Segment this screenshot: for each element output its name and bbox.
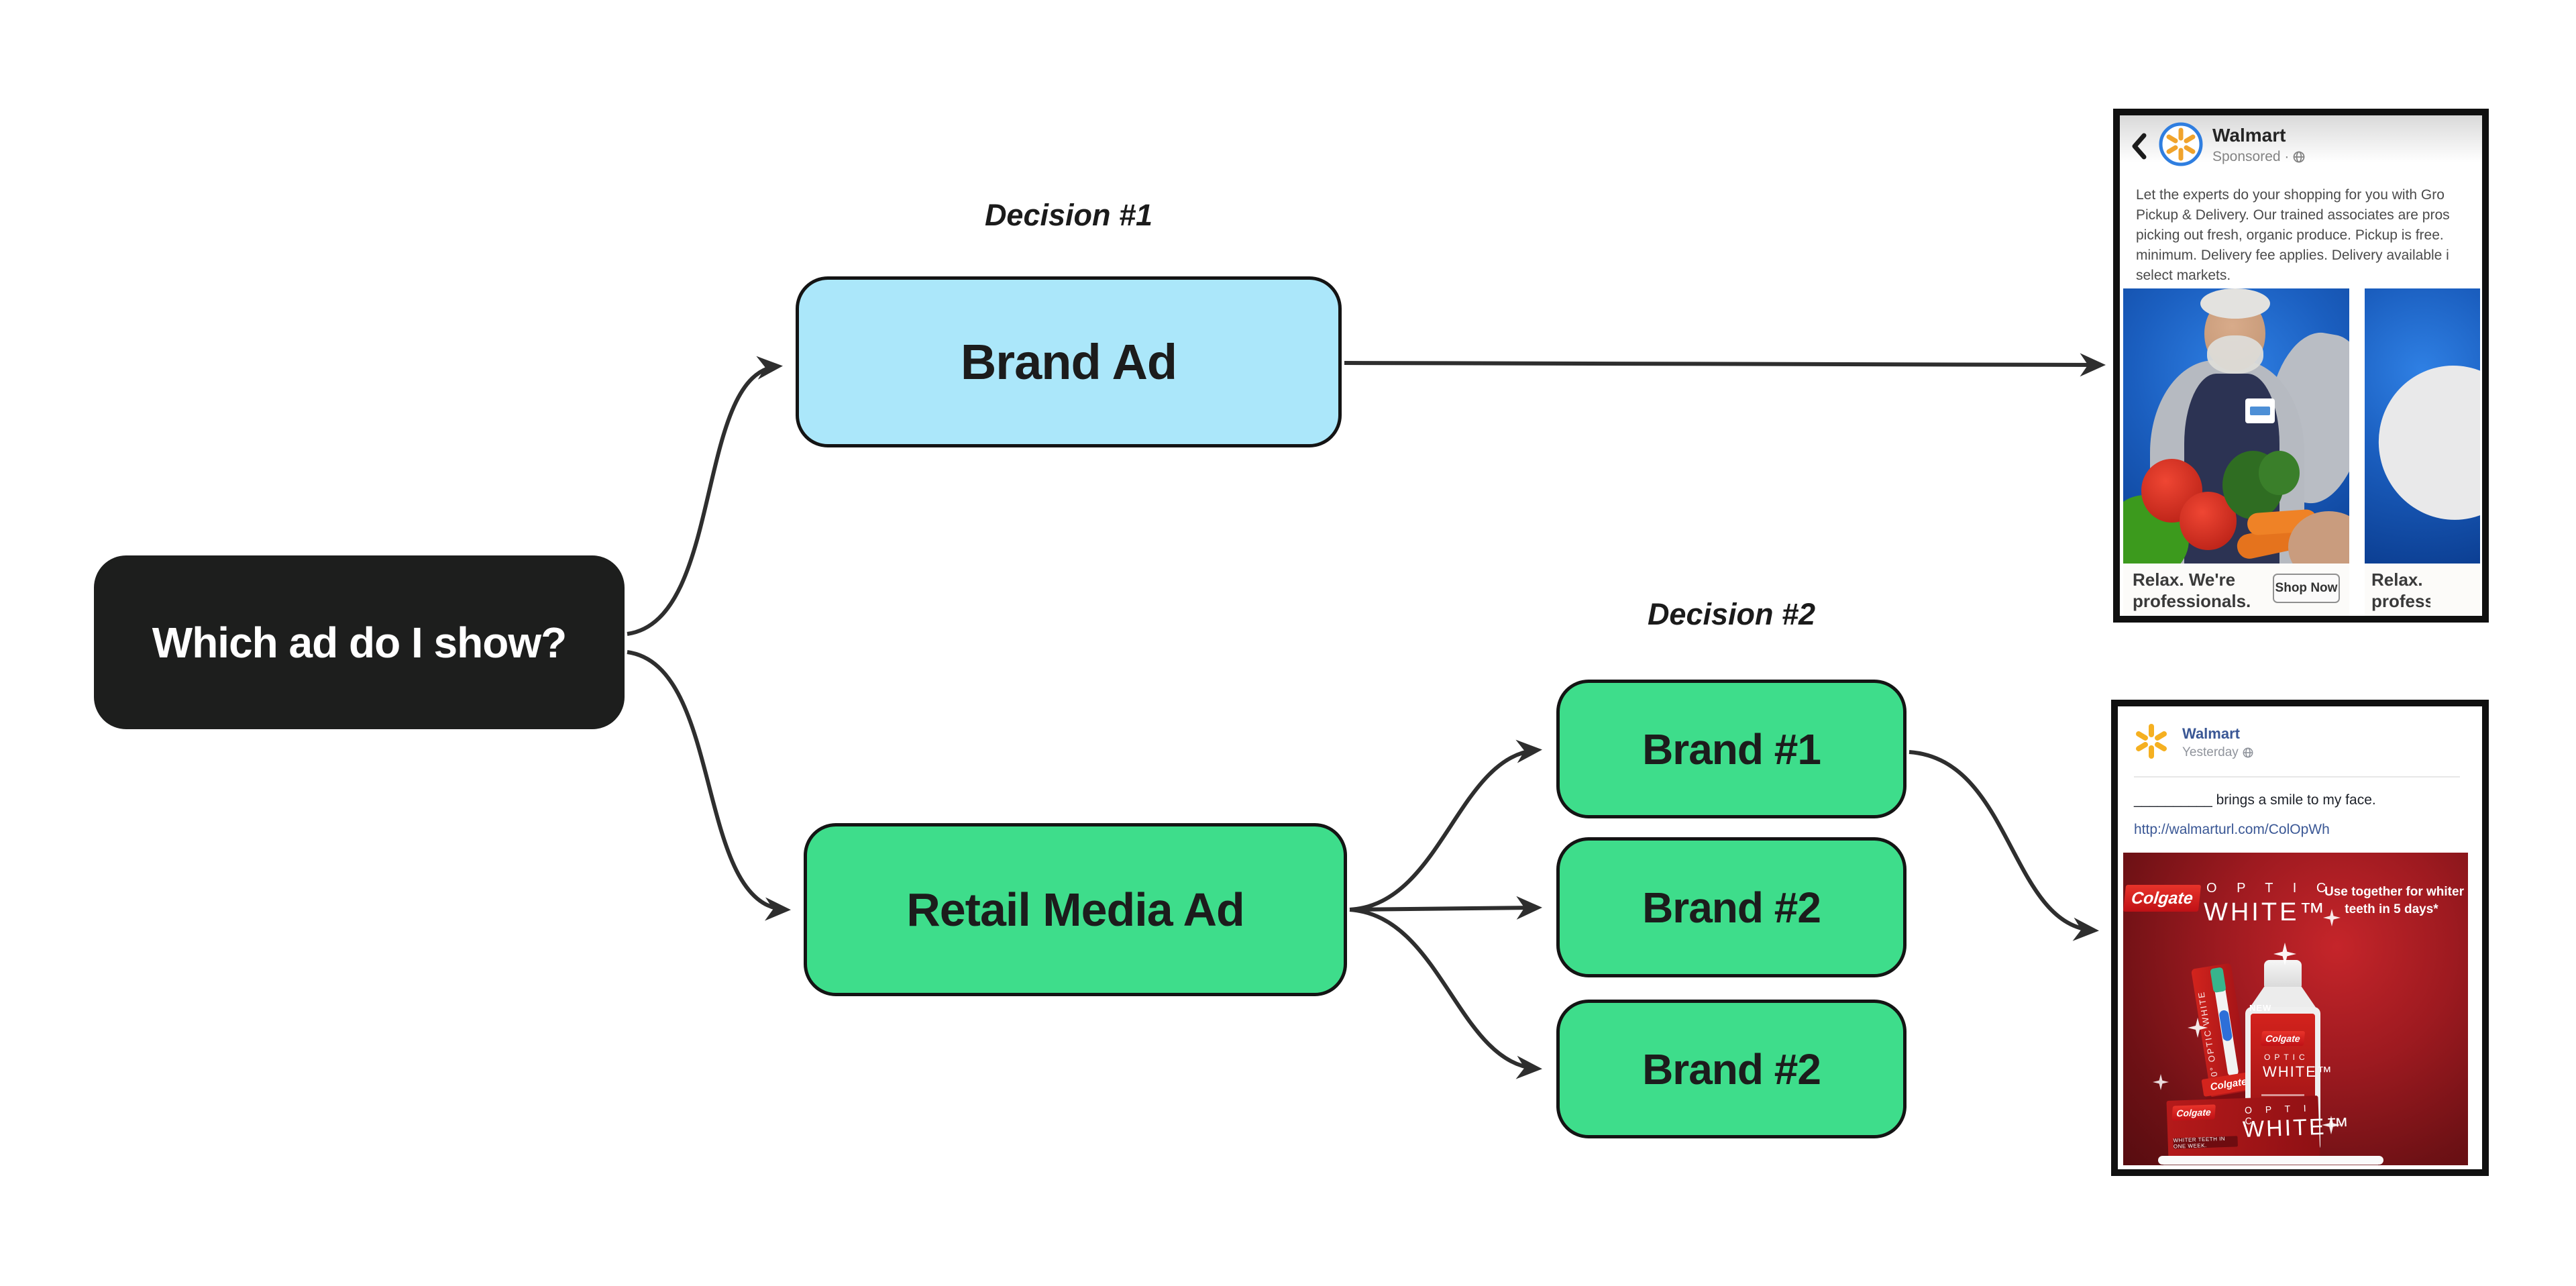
- globe-icon: [2294, 151, 2305, 163]
- edge-retail-to-brand3: [1349, 908, 1542, 1079]
- colgate-logo: Colgate: [2123, 885, 2202, 912]
- shop-now-button[interactable]: Shop Now: [2273, 574, 2340, 603]
- edge-brand1-to-example: [1909, 750, 2099, 941]
- card-caption-bar: Relax. We're professionals. Shop Now: [2123, 564, 2349, 616]
- label-fine-print: [2261, 1094, 2304, 1096]
- sparkle-icon: [2273, 943, 2296, 965]
- timestamp-label: Yesterday: [2182, 745, 2239, 759]
- edge-retail-to-brand1: [1349, 739, 1542, 912]
- display-platform: [2158, 1156, 2383, 1165]
- new-badge: NEW: [2249, 1003, 2272, 1013]
- ad-body-text: Let the experts do your shopping for you…: [2136, 187, 2450, 283]
- sparkle-icon: [2153, 1074, 2169, 1090]
- white-sleeve: [2365, 352, 2480, 534]
- retail-media-ad-screenshot: Walmart Yesterday __________ brings a sm…: [2111, 700, 2489, 1176]
- ad-carousel: Relax. We're professionals. Shop Now Rel…: [2123, 288, 2482, 616]
- edge-retail-to-brand2: [1349, 896, 1542, 920]
- broccoli: [2259, 450, 2300, 495]
- associate-photo-2: [2365, 288, 2480, 564]
- box-tagline: WHITER TEETH IN ONE WEEK.: [2173, 1136, 2238, 1150]
- brand-option-1-node: Brand #1: [1556, 680, 1907, 818]
- bottle-colgate-logo: Colgate: [2260, 1031, 2306, 1046]
- timestamp-row: Yesterday: [2182, 745, 2253, 760]
- toothpaste-box: Colgate WHITER TEETH IN ONE WEEK. O P T …: [2166, 1095, 2351, 1161]
- edge-root-to-brand-ad: [627, 356, 783, 636]
- walmart-spark-icon: [2136, 724, 2167, 759]
- advertiser-name[interactable]: Walmart: [2182, 725, 2240, 742]
- globe-icon: [2243, 747, 2253, 758]
- back-chevron-icon[interactable]: [2128, 131, 2151, 161]
- sponsored-row: Sponsored ·: [2212, 149, 2305, 165]
- retail-media-ad-node: Retail Media Ad: [804, 823, 1347, 996]
- name-badge-line: [2249, 407, 2271, 415]
- claim-text: Use together for whiter teeth in 5 days*: [2324, 885, 2464, 916]
- carousel-card-2[interactable]: Relax. profess: [2365, 288, 2480, 616]
- bottle-optic: OPTIC: [2264, 1053, 2309, 1062]
- edge-brand-ad-to-example: [1344, 353, 2106, 377]
- walmart-logo-icon: [2159, 122, 2203, 166]
- advertiser-name[interactable]: Walmart: [2212, 125, 2286, 146]
- sponsored-label: Sponsored ·: [2212, 149, 2290, 164]
- edge-root-to-retail: [627, 650, 791, 921]
- carousel-card-1[interactable]: Relax. We're professionals. Shop Now: [2123, 288, 2349, 616]
- associate-photo: [2123, 288, 2349, 564]
- gray-beard: [2206, 335, 2263, 374]
- post-link[interactable]: http://walmarturl.com/ColOpWh: [2134, 822, 2330, 837]
- card-headline: Relax. We're professionals.: [2133, 570, 2251, 611]
- brand-option-3-node: Brand #2: [1556, 1000, 1907, 1138]
- card-caption-bar-2: Relax. profess: [2365, 564, 2480, 616]
- sparkle-icon: [2188, 1018, 2208, 1038]
- decision-2-label: Decision #2: [1647, 597, 1816, 631]
- bottle-white: WHITE™: [2263, 1063, 2333, 1080]
- toothbrush-bristles: [2210, 967, 2226, 994]
- product-name-optic: O P T I C: [2206, 881, 2334, 896]
- divider: [2134, 776, 2460, 778]
- card-right-margin: [2473, 706, 2482, 1169]
- brand-ad-screenshot: Walmart Sponsored · Let the experts do y…: [2113, 109, 2489, 623]
- colgate-creative: Colgate O P T I C WHITE™ Use together fo…: [2123, 853, 2468, 1165]
- root-question-node: Which ad do I show?: [94, 555, 625, 729]
- brand-ad-node: Brand Ad: [796, 276, 1342, 447]
- gray-hair: [2200, 288, 2271, 319]
- sparkle-icon: [2322, 1116, 2341, 1134]
- toothbrush-grip: [2218, 1010, 2233, 1042]
- card-headline-2: Relax. profess: [2371, 570, 2430, 611]
- brand-option-2-node: Brand #2: [1556, 837, 1907, 977]
- decision-1-label: Decision #1: [984, 198, 1153, 232]
- box-colgate-logo: Colgate: [2171, 1104, 2216, 1121]
- sparkle-icon: [2323, 909, 2341, 926]
- product-name-white: WHITE™: [2204, 898, 2328, 926]
- bottle-cap: [2264, 960, 2302, 988]
- post-text: __________ brings a smile to my face.: [2134, 792, 2376, 808]
